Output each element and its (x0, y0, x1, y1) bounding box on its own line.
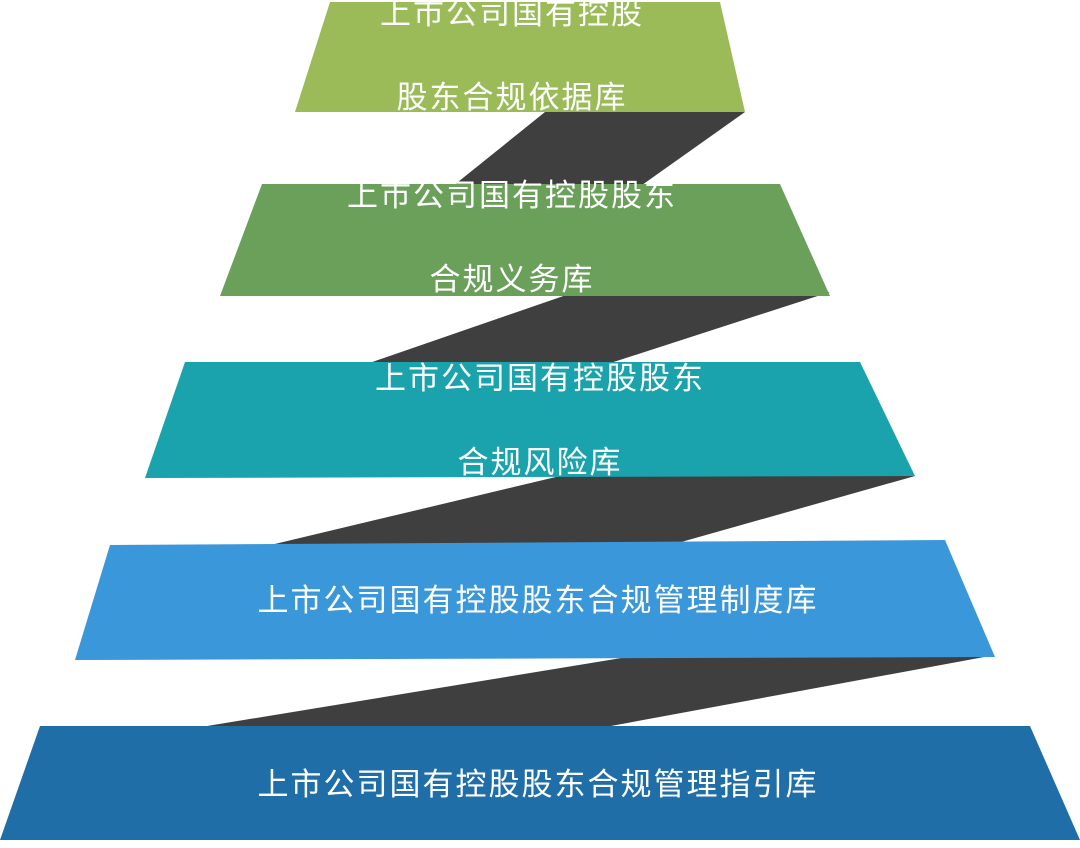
tier-4-label-line-1: 上市公司国有控股股东合规管理制度库 (257, 583, 819, 619)
tier-1-label-line-1: 上市公司国有控股 (380, 0, 644, 32)
tier-4-label: 上市公司国有控股股东合规管理制度库 (258, 538, 819, 664)
tier-3-label: 上市公司国有控股股东 合规风险库 (375, 316, 705, 526)
tier-5-label-line-1: 上市公司国有控股股东合规管理指引库 (257, 767, 819, 803)
connector-ribbon-4-5 (195, 655, 995, 728)
tier-4-block (75, 540, 995, 660)
tier-2-label: 上市公司国有控股股东 合规义务库 (347, 133, 677, 343)
tier-2-label-line-2: 合规义务库 (429, 262, 595, 298)
tier-2-block (220, 184, 830, 296)
tier-2-label-line-1: 上市公司国有控股股东 (347, 178, 677, 214)
tier-3-block (145, 362, 915, 478)
tier-1-block (295, 2, 745, 112)
tier-1-label-line-2: 股东合规依据库 (396, 80, 628, 116)
tier-3-label-line-1: 上市公司国有控股股东 (375, 361, 705, 397)
tier-5-label: 上市公司国有控股股东合规管理指引库 (258, 722, 819, 848)
tier-3-label-line-2: 合规风险库 (457, 445, 623, 481)
tier-1-label: 上市公司国有控股 股东合规依据库 (380, 0, 644, 161)
connector-ribbon-1-2 (448, 112, 745, 190)
connector-ribbon-2-3 (355, 292, 830, 368)
connector-ribbon-3-4 (258, 476, 915, 548)
tier-5-block (0, 726, 1080, 840)
